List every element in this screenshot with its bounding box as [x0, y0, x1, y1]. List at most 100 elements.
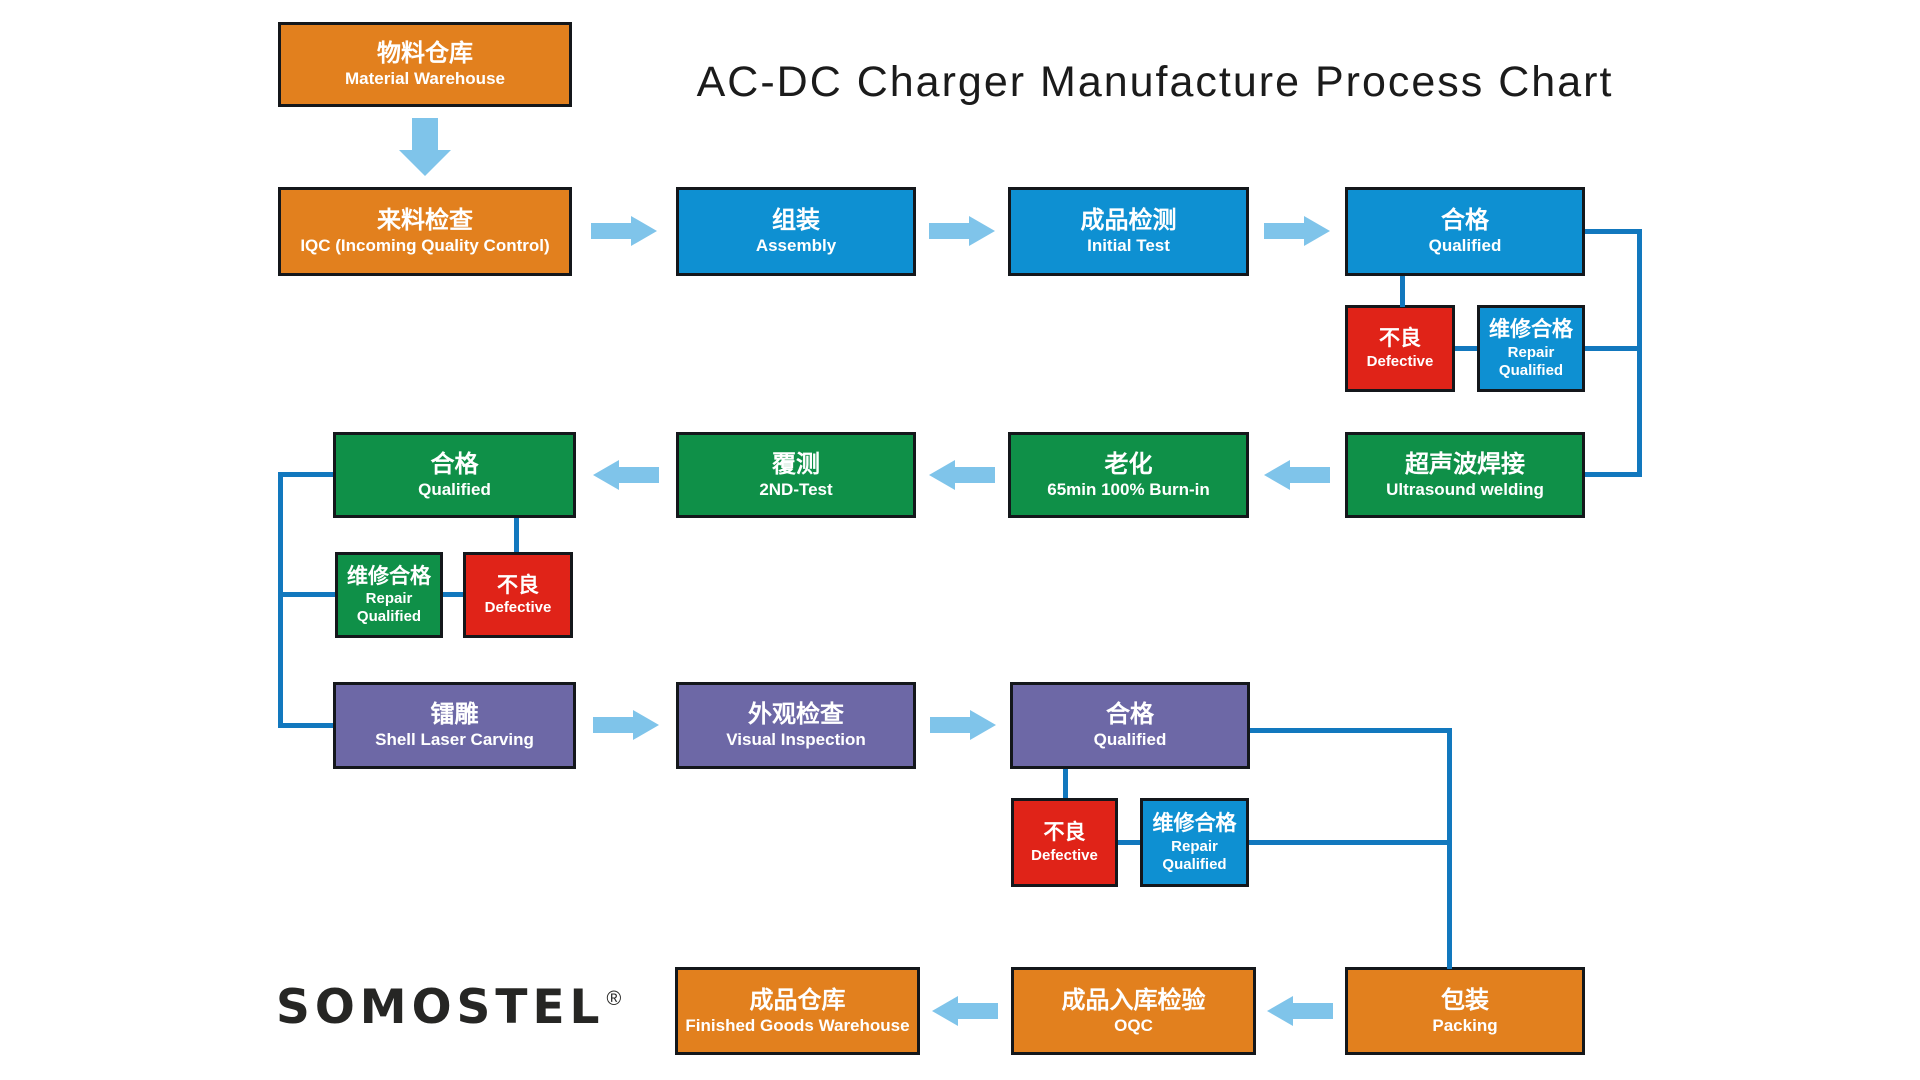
arrow-iqc-to-assembly	[591, 216, 657, 246]
assembly-label-en: Assembly	[755, 236, 837, 256]
arrow-iqc-to-assembly-shaft	[591, 223, 631, 239]
second-test-label-zh: 覆测	[772, 450, 820, 478]
arrow-packing-to-oqc-head	[1267, 996, 1293, 1026]
defective-2nd-label-en: Defective	[484, 599, 552, 617]
arrow-packing-to-oqc-shaft	[1293, 1003, 1333, 1019]
ultrasound-welding-label-zh: 超声波焊接	[1405, 450, 1525, 478]
burn-in-label-zh: 老化	[1104, 450, 1153, 478]
arrow-iqc-to-assembly-head	[631, 216, 657, 246]
qualified-visual-label-zh: 合格	[1106, 701, 1154, 729]
arrow-oqc-to-finished-goods	[932, 996, 998, 1026]
arrow-burn-in-to-2nd-test	[929, 460, 995, 490]
arrow-burn-in-to-2nd-test-shaft	[955, 467, 995, 483]
repair-qualified-initial-label-en: Repair Qualified	[1498, 343, 1564, 379]
connector-qualified-visual-to-defective	[1063, 769, 1068, 798]
qualified-2nd-label-en: Qualified	[418, 479, 491, 499]
shell-laser-carving-label-zh: 镭雕	[430, 701, 479, 729]
arrow-initial-test-to-qualified-head	[1304, 216, 1330, 246]
arrow-assembly-to-initial-test	[929, 216, 995, 246]
connector-left-elbow-to-repair-2nd	[278, 592, 335, 597]
arrow-2nd-test-to-qualified	[593, 460, 659, 490]
logo-text: SOMOSTEL	[276, 980, 605, 1035]
arrow-laser-to-visual-shaft	[593, 717, 633, 733]
initial-test-label-zh: 成品检测	[1080, 207, 1177, 235]
repair-qualified-visual-label-zh: 维修合格	[1152, 812, 1237, 836]
connector-qualified-initial-to-right-elbow	[1585, 229, 1642, 234]
packing-label-zh: 包装	[1441, 986, 1489, 1014]
assembly-label-zh: 组装	[772, 207, 820, 235]
second-test-label-en: 2ND-Test	[759, 479, 833, 499]
qualified-2nd-label-zh: 合格	[430, 450, 479, 478]
repair-qualified-visual-label-en: Repair Qualified	[1162, 837, 1227, 873]
connector-qualified-visual-to-right-elbow	[1250, 728, 1452, 733]
defective-initial-label-zh: 不良	[1379, 327, 1421, 351]
iqc-label-zh: 来料检查	[377, 207, 473, 235]
connector-defective-initial-to-repair	[1455, 346, 1477, 351]
connector-qualified-2nd-to-defective	[514, 518, 519, 552]
somostel-logo: SOMOSTEL®	[276, 980, 621, 1035]
arrow-material-to-iqc-head	[399, 150, 451, 176]
connector-right-elbow-to-ultrasound	[1585, 472, 1637, 477]
arrow-laser-to-visual-head	[633, 710, 659, 740]
qualified-initial-label-zh: 合格	[1441, 207, 1489, 235]
visual-inspection-label-en: Visual Inspection	[726, 730, 866, 750]
arrow-packing-to-oqc	[1267, 996, 1333, 1026]
connector-right-elbow2-to-packing	[1447, 728, 1452, 969]
iqc-label-en: IQC (Incoming Quality Control)	[300, 236, 550, 256]
connector-repair-2nd-to-defective	[443, 592, 463, 597]
connector-right-elbow-vertical	[1637, 229, 1642, 477]
arrow-2nd-test-to-qualified-head	[593, 460, 619, 490]
connector-left-elbow-to-qualified-2nd	[278, 472, 333, 477]
registered-trademark-icon: ®	[606, 988, 622, 1010]
burn-in-label-en: 65min 100% Burn-in	[1047, 479, 1210, 499]
arrow-visual-to-qualified	[930, 710, 996, 740]
arrow-ultrasound-to-burn-in-shaft	[1290, 467, 1330, 483]
qualified-visual-label-en: Qualified	[1093, 730, 1167, 750]
arrow-visual-to-qualified-shaft	[930, 717, 970, 733]
arrow-ultrasound-to-burn-in	[1264, 460, 1330, 490]
repair-qualified-2nd-label-zh: 维修合格	[347, 564, 431, 588]
finished-goods-warehouse-label-zh: 成品仓库	[749, 986, 846, 1014]
initial-test-label-en: Initial Test	[1087, 236, 1170, 256]
arrow-assembly-to-initial-test-head	[969, 216, 995, 246]
material-warehouse-label-zh: 物料仓库	[377, 40, 473, 68]
arrow-initial-test-to-qualified	[1264, 216, 1330, 246]
connector-repair-visual-to-right-elbow	[1249, 840, 1447, 845]
arrow-oqc-to-finished-goods-shaft	[958, 1003, 998, 1019]
arrow-2nd-test-to-qualified-shaft	[619, 467, 659, 483]
oqc-label-en: OQC	[1114, 1015, 1153, 1035]
defective-initial-label-en: Defective	[1366, 352, 1434, 370]
arrow-material-to-iqc-shaft	[412, 118, 438, 150]
repair-qualified-2nd-label-en: Repair Qualified	[356, 590, 422, 626]
connector-repair-initial-to-right-elbow	[1585, 346, 1637, 351]
packing-label-en: Packing	[1432, 1015, 1498, 1035]
arrow-material-to-iqc	[399, 118, 451, 176]
arrow-laser-to-visual	[593, 710, 659, 740]
shell-laser-carving-label-en: Shell Laser Carving	[375, 730, 534, 750]
connector-left-elbow-vertical	[278, 472, 283, 728]
ultrasound-welding-label-en: Ultrasound welding	[1386, 479, 1544, 499]
arrow-initial-test-to-qualified-shaft	[1264, 223, 1304, 239]
arrow-assembly-to-initial-test-shaft	[929, 223, 969, 239]
material-warehouse-label-en: Material Warehouse	[345, 69, 505, 89]
repair-qualified-initial-label-zh: 维修合格	[1489, 318, 1573, 342]
chart-title: AC-DC Charger Manufacture Process Chart	[696, 58, 1614, 106]
